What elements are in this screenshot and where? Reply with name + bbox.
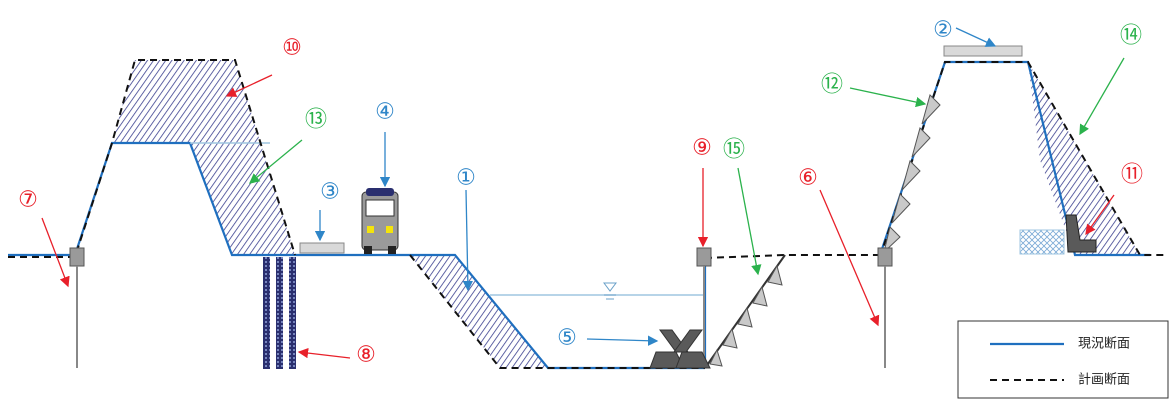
post-cap-right: [877, 247, 893, 267]
leader-arrows: [41, 27, 1125, 359]
river-left-bank-fill: [410, 255, 548, 368]
retaining-wall: [1065, 214, 1097, 253]
slope-revetment-blocks-right: [883, 94, 941, 254]
label-15: ⑮: [723, 138, 745, 163]
planned-section-line: [8, 59, 1165, 369]
post-cap-left: [69, 247, 85, 267]
road-pavement-slab: [299, 242, 345, 254]
label-10: ⑩: [282, 36, 302, 61]
label-2: ②: [933, 18, 953, 43]
label-1: ①: [456, 166, 476, 191]
left-embankment-fill: [112, 60, 295, 255]
legend-planned-label: 計画断面: [1078, 372, 1130, 388]
label-11: ⑪: [1121, 163, 1143, 188]
number-labels: ① ② ③ ④ ⑤ ⑥ ⑦ ⑧ ⑨ ⑩ ⑪ ⑫ ⑬ ⑭ ⑮: [18, 18, 1143, 368]
gabion-box: [1019, 229, 1065, 255]
label-4: ④: [375, 100, 395, 125]
river-water: [490, 282, 705, 300]
label-14: ⑭: [1120, 24, 1142, 49]
label-12: ⑫: [821, 73, 843, 98]
label-9: ⑨: [692, 136, 712, 161]
post-cap-center: [696, 247, 712, 267]
ground-improvement-piles: [263, 257, 296, 369]
vehicle-icon: [361, 188, 399, 254]
label-8: ⑧: [356, 343, 376, 368]
label-13: ⑬: [305, 108, 327, 133]
legend: 現況断面 計画断面: [957, 320, 1169, 399]
water-level-marker-icon: [603, 282, 617, 292]
posts: [69, 247, 893, 368]
legend-existing-label: 現況断面: [1078, 337, 1130, 352]
label-5: ⑤: [557, 326, 577, 351]
label-3: ③: [320, 180, 340, 205]
label-7: ⑦: [18, 188, 38, 213]
wave-dissipating-block-icon: [649, 329, 711, 369]
river-bank-revetment: [704, 254, 786, 369]
crest-pavement-slab: [943, 45, 1023, 57]
label-6: ⑥: [798, 166, 818, 191]
